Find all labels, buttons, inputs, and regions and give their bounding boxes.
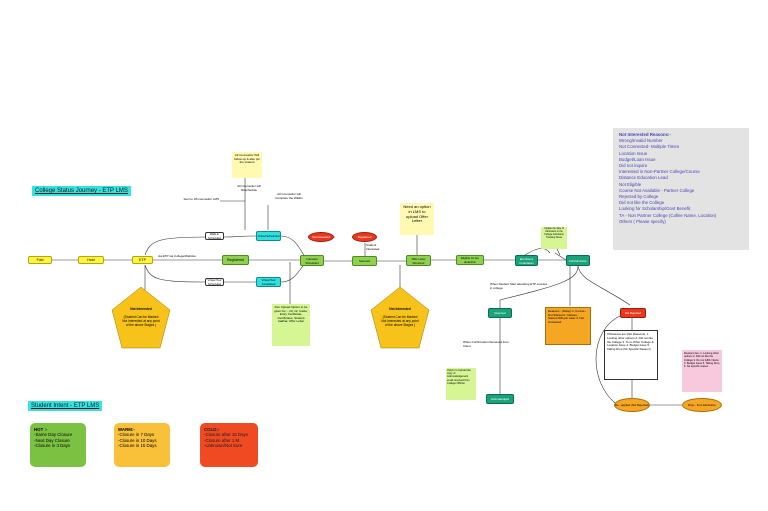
hot-line-2: -Next Day Closure [34, 437, 70, 443]
cold-intent-box: COLD:- -Closure after 15 Days -Closure a… [200, 423, 258, 467]
student-intent-title: Student Intent - ETP LMS [28, 401, 103, 411]
full-admission-node[interactable]: Full Admission [566, 255, 590, 266]
offer-letter-node[interactable]: Offer Letter Received [406, 255, 431, 266]
acknowledged-node[interactable]: Acknowledged [486, 394, 514, 404]
acknowledgement-upload-note: Option to Upload the copy of Acknowledge… [446, 368, 476, 400]
complete-walkin-note: All Counsellor will Complete the Walkin [275, 192, 303, 200]
cold-line-1: -Closure after 15 Days [204, 432, 248, 438]
selected-node[interactable]: Selected [352, 256, 377, 266]
followup-note: All Counsellor Will follow up & also pin… [232, 152, 262, 178]
legend-item: Not Connected- Multiple Times [619, 144, 680, 150]
warm-line-3: -Closure in 15 Days [118, 443, 157, 449]
pink-reasons-note: Reasons Are: 1. Looking other options 2.… [682, 350, 722, 392]
sent-to-lb-note: Sent to LB counsellor LMS [183, 197, 219, 201]
virtual-tour-scheduled-node[interactable]: Virtual Tour Scheduled [205, 278, 224, 286]
reapplied-node[interactable]: Re - applied (Not Rejected) [614, 398, 650, 412]
legend-item: Not Eligible [619, 181, 642, 187]
registered-node[interactable]: Registered [222, 255, 249, 265]
interview-scheduled-node[interactable]: Interview Scheduled [300, 255, 324, 266]
pentagon-right-body: (Student Can be Marked Not Interested at… [381, 315, 419, 327]
legend-item: Rejected by College [619, 194, 659, 200]
cold-line-2: -Closure after 1 M [204, 437, 240, 443]
legend-item: Wrong/Invalid Number [619, 138, 663, 144]
walkin-scheduled-node[interactable]: Walk-in Scheduled [205, 232, 224, 240]
not-reasons-box: If Reasons are (Not Reasons): 1. Looking… [604, 330, 658, 380]
legend-item: TA - Non Partner College (Collee Name, L… [619, 212, 717, 218]
hot-intent-box: HOT :- -Same Day Closure -Next Day Closu… [30, 423, 86, 467]
rejected-node[interactable]: Rejected [488, 308, 512, 318]
offer-letter-upload-note: Need an option in LMS to upload Offer Le… [400, 203, 434, 235]
warm-intent-box: WARM:- -Closure in 7 Days -Closure in 10… [114, 423, 170, 467]
registered-red-node[interactable]: Registered [352, 232, 377, 242]
legend-item: Others ( Please specify) [619, 218, 666, 224]
warm-line-1: -Closure in 7 Days [118, 432, 155, 438]
legend-item: Budget/Loan Issue [619, 156, 656, 162]
legend-item: Interested in Non-Partner College/Course [619, 169, 700, 175]
hot-title: HOT :- [34, 427, 48, 432]
etp-node[interactable]: ETP [132, 256, 153, 264]
warm-title: WARM:- [118, 427, 135, 432]
reschedule-note: All Counsellor will Reschedule [237, 184, 261, 192]
legend-item: Did not like the College [619, 200, 665, 206]
delay-reasons-box: Reasons - (Delay) 1. Course - Not Starte… [545, 307, 591, 345]
college-journey-title: College Status Journey - ETP LMS [32, 186, 131, 196]
admission-date-note: Update the date of Admission in the Coll… [541, 227, 567, 249]
fee-attend-note: When Student Start attending ETP courses… [490, 282, 548, 290]
legend-item: Location Issue [619, 150, 648, 156]
pentagon-right-title: Not Interested [389, 307, 411, 311]
drop-node[interactable]: Drop - from Admission [682, 398, 722, 412]
interview-result-node[interactable]: Not Interested [308, 232, 334, 242]
not-interested-reasons-legend: Not Interested Reasons:- Wrong/Invalid N… [613, 128, 749, 250]
legend-title: Not Interested Reasons:- [619, 132, 671, 137]
legend-item: Looking for Scholarship/Govt Benefit [619, 206, 691, 212]
enrollment-node[interactable]: Enrollment Undertaken [515, 255, 538, 266]
pentagon-left-body: (Student Can be Marked Not Interested at… [122, 315, 160, 327]
confirmation-note: When Confirmation Received from Client [463, 340, 509, 348]
fee-paid-node[interactable]: Eligible for fee deduction [456, 255, 484, 265]
student-interest-note: Student Interested [366, 243, 380, 251]
pentagon-left-title: Not Interested [130, 307, 152, 311]
hold-node[interactable]: Hold [78, 256, 104, 264]
not-rejected-node[interactable]: Not Rejected [620, 308, 646, 318]
fold-node[interactable]: Fold [28, 256, 52, 264]
legend-item: Did not inquire [619, 163, 648, 169]
legend-item: Course Not Available - Partner College [619, 187, 695, 193]
virtual-tour-completed-node[interactable]: Virtual Tour Completed [256, 277, 281, 287]
legend-item: Distance Education Lead [619, 175, 668, 181]
hot-line-1: -Same Day Closure [34, 432, 73, 438]
cold-title: COLD:- [204, 427, 220, 432]
virtual-scheduled-node[interactable]: Virtual Scheduled [256, 231, 281, 241]
doc-upload-note: Doc Upload Option to be given for :- 10,… [272, 304, 310, 346]
cold-line-3: -Unknown/Not Sure [204, 443, 243, 449]
via-etp-note: via ETP via College/Website [158, 254, 196, 258]
warm-line-2: -Closure in 10 Days [118, 437, 157, 443]
hot-line-3: -Closure in 3 Days [34, 443, 71, 449]
